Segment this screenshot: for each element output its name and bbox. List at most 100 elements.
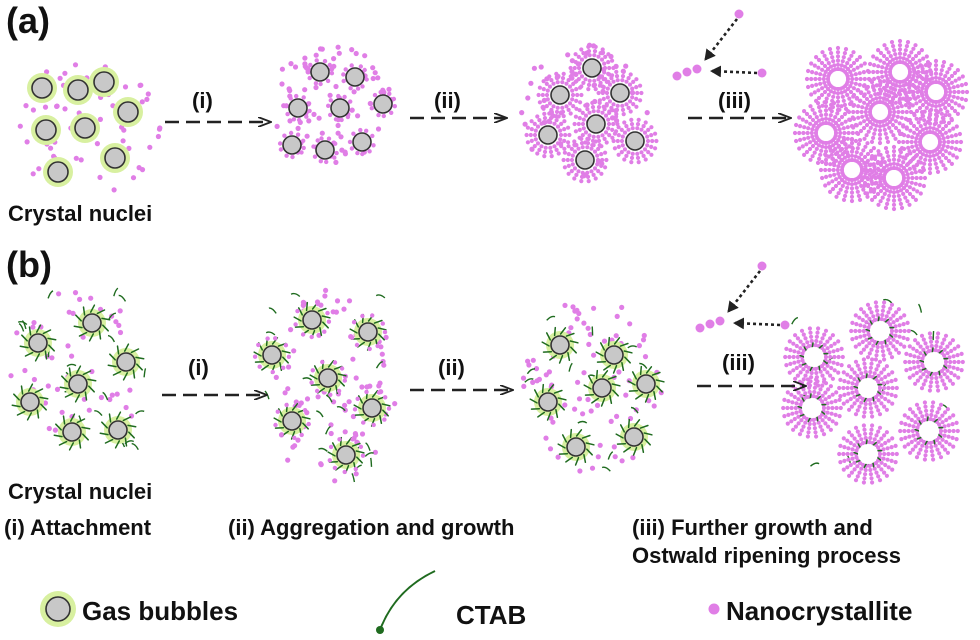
nanocrystallite-dot <box>855 429 860 434</box>
nanocrystallite-dot <box>273 336 278 341</box>
nanocrystallite-dot <box>868 125 873 130</box>
nanocrystallite-dot <box>306 421 311 427</box>
nanocrystallite-dot <box>607 133 612 138</box>
nanocrystallite-dot <box>840 59 845 64</box>
nanocrystallite-dot <box>866 169 871 174</box>
nanocrystallite-dot <box>926 102 932 107</box>
nanocrystallite-dot <box>888 316 893 321</box>
nanocrystallite-dot <box>870 122 876 127</box>
nanocrystallite-dot <box>586 179 591 184</box>
ctab-chain <box>561 434 568 443</box>
nanocrystallite-dot <box>879 168 884 173</box>
nanocrystallite-dot <box>865 160 870 165</box>
nanocrystallite-dot <box>882 451 887 457</box>
nanocrystallite-dot <box>914 108 920 114</box>
nanocrystallite-dot <box>860 105 865 110</box>
nanocrystallite-dot <box>815 160 821 165</box>
nanocrystallite-dot <box>941 116 946 121</box>
nanocrystallite-dot <box>595 157 601 163</box>
nanocrystallite-dot <box>570 304 576 310</box>
ctab-chain <box>917 303 923 313</box>
nanocrystallite-dot <box>854 322 859 327</box>
nanocrystallite-dot <box>937 103 942 108</box>
nanocrystallite-dot <box>836 354 841 360</box>
nanocrystallite-dot <box>757 68 767 78</box>
ctab-chain <box>643 432 653 436</box>
nanocrystallite-dot <box>964 89 970 95</box>
nanocrystallite-dot <box>606 52 611 57</box>
nanocrystallite-dot <box>56 291 62 297</box>
nanocrystallite-dot <box>815 330 820 335</box>
ctab-chain <box>382 409 389 417</box>
nanocrystallite-dot <box>896 350 902 355</box>
nanocrystallite-dot <box>875 69 880 75</box>
nanocrystallite-dot <box>270 369 275 375</box>
ctab-chain <box>583 453 587 464</box>
nanocrystallite-dot <box>820 67 825 72</box>
nanocrystallite-dot <box>822 53 827 58</box>
flower-core <box>870 321 890 341</box>
nanocrystallite-dot <box>953 78 958 83</box>
nanocrystallite-dot <box>868 435 873 441</box>
nanocrystallite-dot <box>928 384 933 389</box>
nanocrystallite-dot <box>44 69 50 75</box>
nanocrystallite-dot <box>885 80 891 85</box>
nanocrystallite-dot <box>943 359 949 365</box>
nanocrystallite-dot <box>857 71 862 76</box>
nanocrystallite-dot <box>942 382 947 387</box>
nanocrystallite-dot <box>342 378 347 383</box>
nanocrystallite-dot <box>893 394 898 399</box>
nanocrystallite-dot <box>878 152 883 157</box>
nanocrystallite-dot <box>66 309 72 315</box>
nanocrystallite-dot <box>901 139 906 145</box>
nanocrystallite-dot <box>328 422 334 428</box>
nanocrystallite-dot <box>848 374 853 380</box>
nanocrystallite-dot <box>935 335 940 340</box>
nanocrystallite-dot <box>845 66 851 72</box>
nanocrystallite-dot <box>946 97 951 102</box>
nanocrystallite-dot <box>599 144 604 149</box>
nanocrystallite-dot <box>923 341 928 346</box>
nanocrystallite-dot <box>333 83 339 90</box>
ctab-chain <box>74 394 81 403</box>
nanocrystallite-dot <box>935 110 941 115</box>
nanocrystallite-dot <box>816 57 822 63</box>
nanocrystallite-dot <box>624 102 629 107</box>
nanocrystallite-dot <box>842 130 847 136</box>
ctab-chain <box>84 391 88 401</box>
nanocrystallite-dot <box>915 378 921 383</box>
nanocrystallite-dot <box>801 387 806 392</box>
nanocrystallite-dot <box>589 146 594 151</box>
nanocrystallite-dot <box>920 93 925 98</box>
nanocrystallite-dot <box>891 198 897 203</box>
nanocrystallite-dot <box>569 157 575 163</box>
nanocrystallite-dot <box>943 105 948 110</box>
nanocrystallite-dot <box>850 76 855 82</box>
nanocrystallite-dot <box>832 354 837 360</box>
nanocrystallite-dot <box>839 63 844 68</box>
ctab-chain <box>128 431 135 439</box>
nanocrystallite-dot <box>130 175 137 181</box>
nanocrystallite-dot <box>908 120 914 126</box>
nanocrystallite-dot <box>938 374 943 379</box>
ctab-chain <box>305 301 309 312</box>
nanocrystallite-dot <box>290 154 295 160</box>
nanocrystallite-dot <box>893 443 898 448</box>
nanocrystallite-dot <box>811 123 816 128</box>
ctab-chain <box>40 403 47 411</box>
nanocrystallite-dot <box>570 88 575 93</box>
flower-core <box>844 162 860 178</box>
nanocrystallite-dot <box>797 130 802 136</box>
nanocrystallite-dot <box>795 354 800 360</box>
nanocrystallite-dot <box>577 108 582 113</box>
nanocrystallite-dot <box>368 101 374 107</box>
nanocrystallite-dot <box>915 189 920 194</box>
nanocrystallite-dot <box>541 87 546 92</box>
nanocrystallite-dot <box>863 467 868 473</box>
nanocrystallite-dot <box>873 92 878 97</box>
nanocrystallite-dot <box>623 392 629 398</box>
nanocrystallite-dot <box>798 339 803 344</box>
nanocrystallite-dot <box>593 139 598 144</box>
nanocrystallite-dot <box>871 69 876 75</box>
nanocrystallite-dot <box>818 387 823 392</box>
